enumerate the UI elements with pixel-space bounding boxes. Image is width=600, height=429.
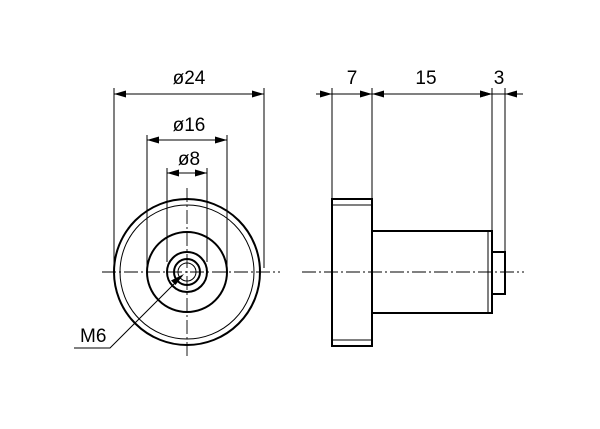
outer-chamfer-circle <box>119 204 255 340</box>
arrow-outer-left <box>114 90 126 98</box>
arrow-tip-right <box>505 90 517 98</box>
thread-leader-arrow <box>171 274 184 285</box>
tip-outline <box>491 251 506 295</box>
thread-label: M6 <box>80 326 106 347</box>
thread-leader-line <box>74 275 183 349</box>
dim-text-flange-width: 7 <box>347 68 358 89</box>
arrow-body-left <box>372 90 384 98</box>
arrow-middle-right <box>215 136 227 144</box>
middle-circle <box>146 231 228 313</box>
thread-major-circle <box>173 258 201 286</box>
arrow-middle-left <box>147 136 159 144</box>
flange-outline <box>331 198 373 347</box>
thread-minor-circle <box>177 262 197 282</box>
dim-text-outer-diameter: ø24 <box>173 68 206 89</box>
dim-text-body-length: 15 <box>415 68 436 89</box>
arrow-flange-left <box>320 90 332 98</box>
arrow-tip-left <box>480 90 492 98</box>
front-view: ø24 ø16 ø8 M6 <box>74 68 280 358</box>
arrow-flange-right <box>360 90 372 98</box>
outer-circle <box>113 198 261 346</box>
arrow-inner-right <box>195 169 207 177</box>
arrow-outer-right <box>252 90 264 98</box>
arrow-inner-left <box>167 169 179 177</box>
dim-text-middle-diameter: ø16 <box>173 115 206 136</box>
dim-text-tip-length: 3 <box>494 68 505 89</box>
inner-circle <box>166 251 208 293</box>
side-view: 7 15 3 <box>302 68 524 347</box>
dim-text-inner-diameter: ø8 <box>178 149 200 170</box>
